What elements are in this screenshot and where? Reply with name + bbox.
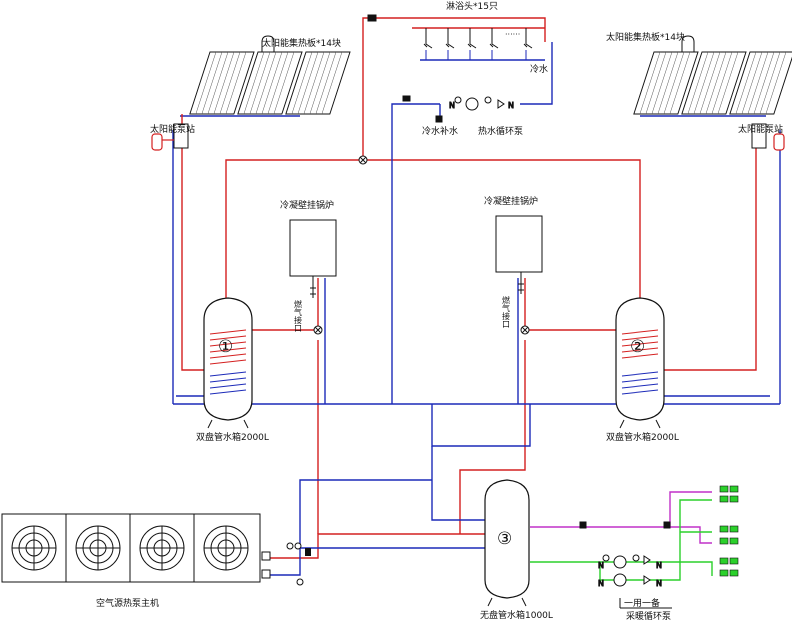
- heating-pump-group: N N N N: [579, 521, 671, 589]
- mixing-valve-left: [313, 325, 323, 335]
- tank-3: [484, 479, 530, 607]
- shower-ellipsis: ······: [505, 30, 520, 39]
- svg-text:N: N: [598, 561, 604, 570]
- svg-text:N: N: [508, 101, 514, 110]
- gas-left-label: 燃气接口: [294, 299, 303, 332]
- cold-water-pipes: [172, 42, 781, 576]
- makeup-water-label: 冷水补水: [422, 125, 458, 137]
- shower-heads: [367, 14, 533, 60]
- mixing-valve-top: [358, 155, 368, 165]
- svg-text:N: N: [656, 561, 662, 570]
- solar-station-right: [751, 123, 785, 151]
- tank-1-number: ①: [218, 337, 233, 357]
- tank-3-label: 无盘管水箱1000L: [480, 609, 553, 621]
- boiler-right-label: 冷凝壁挂锅炉: [484, 195, 538, 207]
- radiator-outlets: [719, 485, 739, 577]
- heating-pipes: [530, 491, 713, 581]
- tank-3-number: ③: [497, 529, 512, 549]
- solar-station-left: [151, 123, 189, 151]
- svg-text:N: N: [656, 579, 662, 588]
- solar-station-left-label: 太阳能泵站: [150, 123, 195, 135]
- svg-text:N: N: [598, 579, 604, 588]
- heating-pump-label: 采暖循环泵: [626, 610, 671, 622]
- standby-label: 一用一备: [624, 597, 660, 609]
- tank-2-number: ②: [630, 337, 645, 357]
- shower-label: 淋浴头*15只: [446, 0, 498, 12]
- mixing-valve-right: [520, 325, 530, 335]
- boiler-left: [289, 219, 337, 298]
- tank-1-label: 双盘管水箱2000L: [196, 431, 269, 443]
- solar-station-right-label: 太阳能泵站: [738, 123, 783, 135]
- solar-panel-left: [181, 35, 351, 125]
- solar-panel-left-label: 太阳能集热板*14块: [262, 37, 341, 49]
- tank-2-label: 双盘管水箱2000L: [606, 431, 679, 443]
- solar-panel-right: [633, 35, 792, 115]
- cold-water-label: 冷水: [530, 63, 548, 75]
- gas-right-label: 燃气接口: [502, 295, 511, 328]
- tank-2: [615, 297, 665, 429]
- heat-pump-unit: [1, 513, 311, 586]
- hot-pump-label: 热水循环泵: [478, 125, 523, 137]
- svg-text:N: N: [449, 101, 455, 110]
- heat-pump-label: 空气源热泵主机: [96, 597, 159, 609]
- hot-water-pump-group: N N: [402, 95, 515, 123]
- solar-panel-right-label: 太阳能集热板*14块: [606, 31, 685, 43]
- tank-1: [203, 297, 253, 429]
- boiler-right: [495, 215, 543, 294]
- boiler-left-label: 冷凝壁挂锅炉: [280, 199, 334, 211]
